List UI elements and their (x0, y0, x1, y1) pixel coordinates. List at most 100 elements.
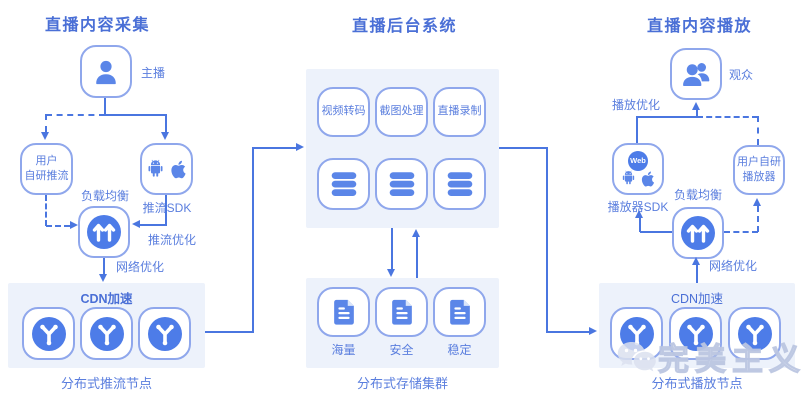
cdn-node-left-1 (22, 307, 75, 360)
branch-node-icon (619, 316, 654, 351)
cdn-node-right-3 (728, 307, 781, 360)
connector-cdn-up (252, 148, 254, 333)
arrowhead-backend (412, 229, 420, 237)
connector-userpush-to-lb-dashed (46, 225, 70, 227)
arrowhead-lb-left (70, 221, 78, 229)
server-icon (447, 172, 472, 196)
connector-junction-left (637, 116, 697, 118)
arrowhead-pushsdk (161, 132, 169, 140)
storage-node-2 (375, 287, 428, 337)
storage-cluster-label: 分布式存储集群 (356, 376, 448, 391)
connector-lb-to-sdk (640, 231, 672, 233)
connector-into-cdn-right (546, 331, 589, 333)
cdn-label-right: CDN加速 (670, 292, 724, 306)
branch-node-icon (678, 316, 713, 351)
apple-icon (641, 171, 654, 187)
connector-anchor-down (104, 98, 106, 115)
player-sdk-label: 播放器SDK (607, 200, 669, 214)
connector-pushsdk-to-lb (140, 224, 167, 226)
arrowhead-cdn-right-in (589, 327, 597, 335)
arrowhead-storage (387, 269, 395, 277)
service-label: 直播录制 (437, 105, 482, 118)
web-badge: Web (628, 150, 648, 171)
user-player-node: 用户自研 播放器 (733, 145, 785, 195)
connector-audience-up (696, 110, 698, 118)
watermark-text: 完美主义 (657, 341, 801, 377)
server-icon (331, 172, 356, 196)
service-label: 视频转码 (321, 105, 366, 118)
server-icon (389, 172, 414, 196)
load-balancer-icon (87, 215, 121, 249)
user-push-node: 用户 自研推流 (20, 143, 73, 195)
storage-feature-label: 海量 (331, 343, 356, 357)
storage-feature-label: 安全 (389, 343, 414, 357)
connector-junction-right-dashed (697, 116, 758, 118)
apple-icon (170, 160, 186, 178)
connector-split-right (104, 114, 166, 116)
load-balance-label-right: 负载均衡 (673, 188, 722, 202)
play-optimize-label: 播放优化 (612, 98, 661, 112)
arrowhead-userpush (41, 132, 49, 140)
connector-to-userpush-dashed (45, 114, 47, 132)
connector-pushsdk-down (165, 195, 167, 226)
connector-backend-to-storage (391, 228, 393, 270)
arrowhead-backend-in (296, 143, 304, 151)
connector-sdk-up (636, 116, 638, 143)
connector-lb-to-userplayer-dashed (724, 231, 758, 233)
connector-storage-to-backend (416, 237, 418, 278)
connector-into-backend (252, 147, 296, 149)
connector-lb-to-sdk-up (639, 218, 641, 232)
person-icon (96, 60, 116, 84)
server-node-3 (433, 158, 486, 210)
document-icon (333, 299, 354, 325)
connector-to-pushsdk (165, 114, 167, 132)
server-node-2 (375, 158, 428, 210)
section-title-backend: 直播后台系统 (352, 18, 458, 35)
cdn-node-right-2 (669, 307, 722, 360)
section-title-playback: 直播内容播放 (647, 18, 753, 35)
arrowhead-audience (692, 102, 700, 110)
storage-node-1 (317, 287, 370, 337)
cdn-label-left: CDN加速 (80, 292, 133, 306)
branch-node-icon (89, 316, 124, 351)
arrowhead-lb-bottom (692, 257, 700, 265)
connector-split-left-dashed (46, 114, 105, 116)
branch-node-icon (737, 316, 772, 351)
wechat-icon (617, 342, 656, 372)
anchor-node (80, 45, 132, 98)
service-label: 截图处理 (379, 105, 424, 118)
document-icon (391, 299, 412, 325)
player-sdk-node: Web (612, 143, 664, 195)
android-icon (148, 159, 162, 177)
service-node-transcode: 视频转码 (317, 87, 370, 137)
cdn-node-left-3 (138, 307, 191, 360)
connector-lb-to-userplayer-up-dashed (757, 206, 759, 232)
service-node-snapshot: 截图处理 (375, 87, 428, 137)
user-player-text-line1: 用户自研 (737, 155, 781, 168)
push-optimize-label: 推流优化 (148, 233, 197, 247)
arrowhead-sdk (635, 210, 643, 218)
cdn-node-left-2 (80, 307, 133, 360)
android-icon (622, 170, 634, 185)
connector-backend-down (546, 147, 548, 333)
load-balance-label-left: 负载均衡 (80, 189, 129, 203)
push-sdk-label: 推流SDK (142, 201, 192, 215)
connector-userpush-down-dashed (45, 195, 47, 226)
load-balancer-icon (681, 216, 715, 250)
arrowhead-lb-right (132, 220, 140, 228)
connector-backend-out (499, 147, 548, 149)
user-push-text-line1: 用户 (35, 154, 58, 167)
storage-node-3 (433, 287, 486, 337)
section-title-collection: 直播内容采集 (45, 17, 151, 34)
connector-lb-to-cdn-left (103, 258, 105, 275)
service-node-record: 直播录制 (433, 87, 486, 137)
branch-node-icon (31, 316, 66, 351)
anchor-label: 主播 (141, 66, 166, 80)
connector-userplayer-up-dashed (757, 116, 759, 145)
push-sdk-node (140, 143, 193, 195)
play-nodes-label: 分布式播放节点 (651, 376, 743, 391)
user-player-text-line2: 播放器 (742, 170, 776, 183)
arrowhead-userplayer (753, 198, 761, 206)
storage-feature-label: 稳定 (447, 343, 472, 357)
